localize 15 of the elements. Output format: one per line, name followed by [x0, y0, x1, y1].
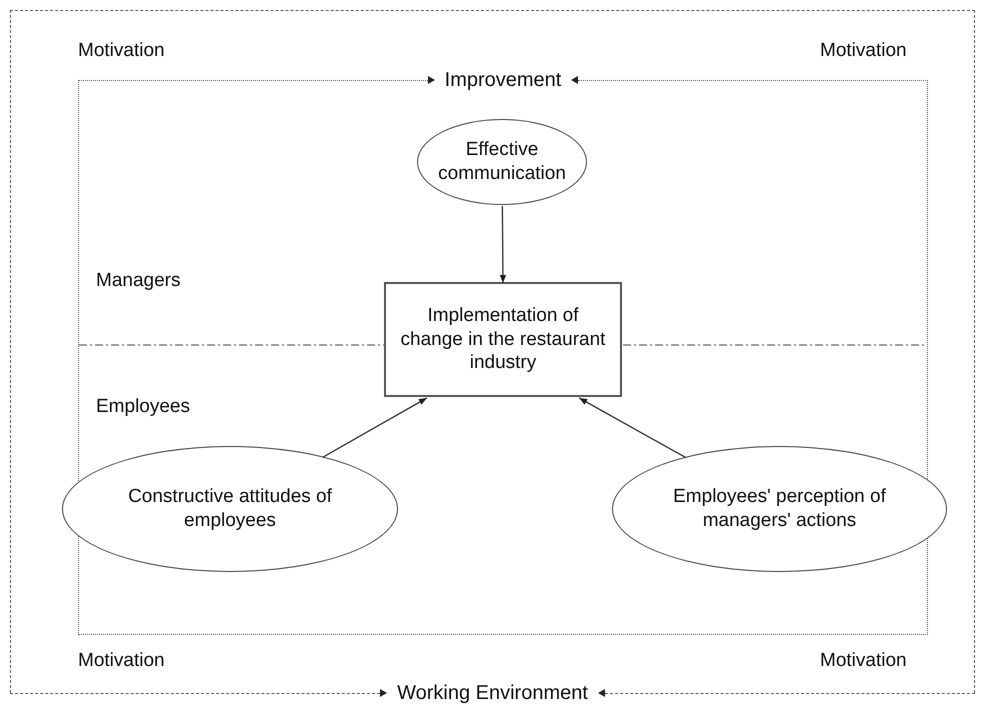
zone-label: Managers: [96, 270, 180, 292]
node-text: Constructive attitudes of employees: [127, 485, 333, 533]
arrow: [500, 206, 506, 283]
zone-label: Motivation: [78, 40, 165, 62]
node-text: Effective communication: [437, 138, 567, 186]
arrow: [578, 397, 686, 458]
zone-label: Employees: [96, 396, 190, 418]
arrow: [322, 397, 428, 458]
process-box: [384, 282, 622, 397]
zone-label: Motivation: [820, 40, 907, 62]
node-text: Employees' perception of managers' actions: [672, 485, 887, 533]
zone-label: Motivation: [78, 650, 165, 672]
node-text: Implementation of change in the restaurant industry: [400, 304, 606, 376]
zone-label: Motivation: [820, 650, 907, 672]
frame-title: Working Environment: [395, 682, 590, 704]
